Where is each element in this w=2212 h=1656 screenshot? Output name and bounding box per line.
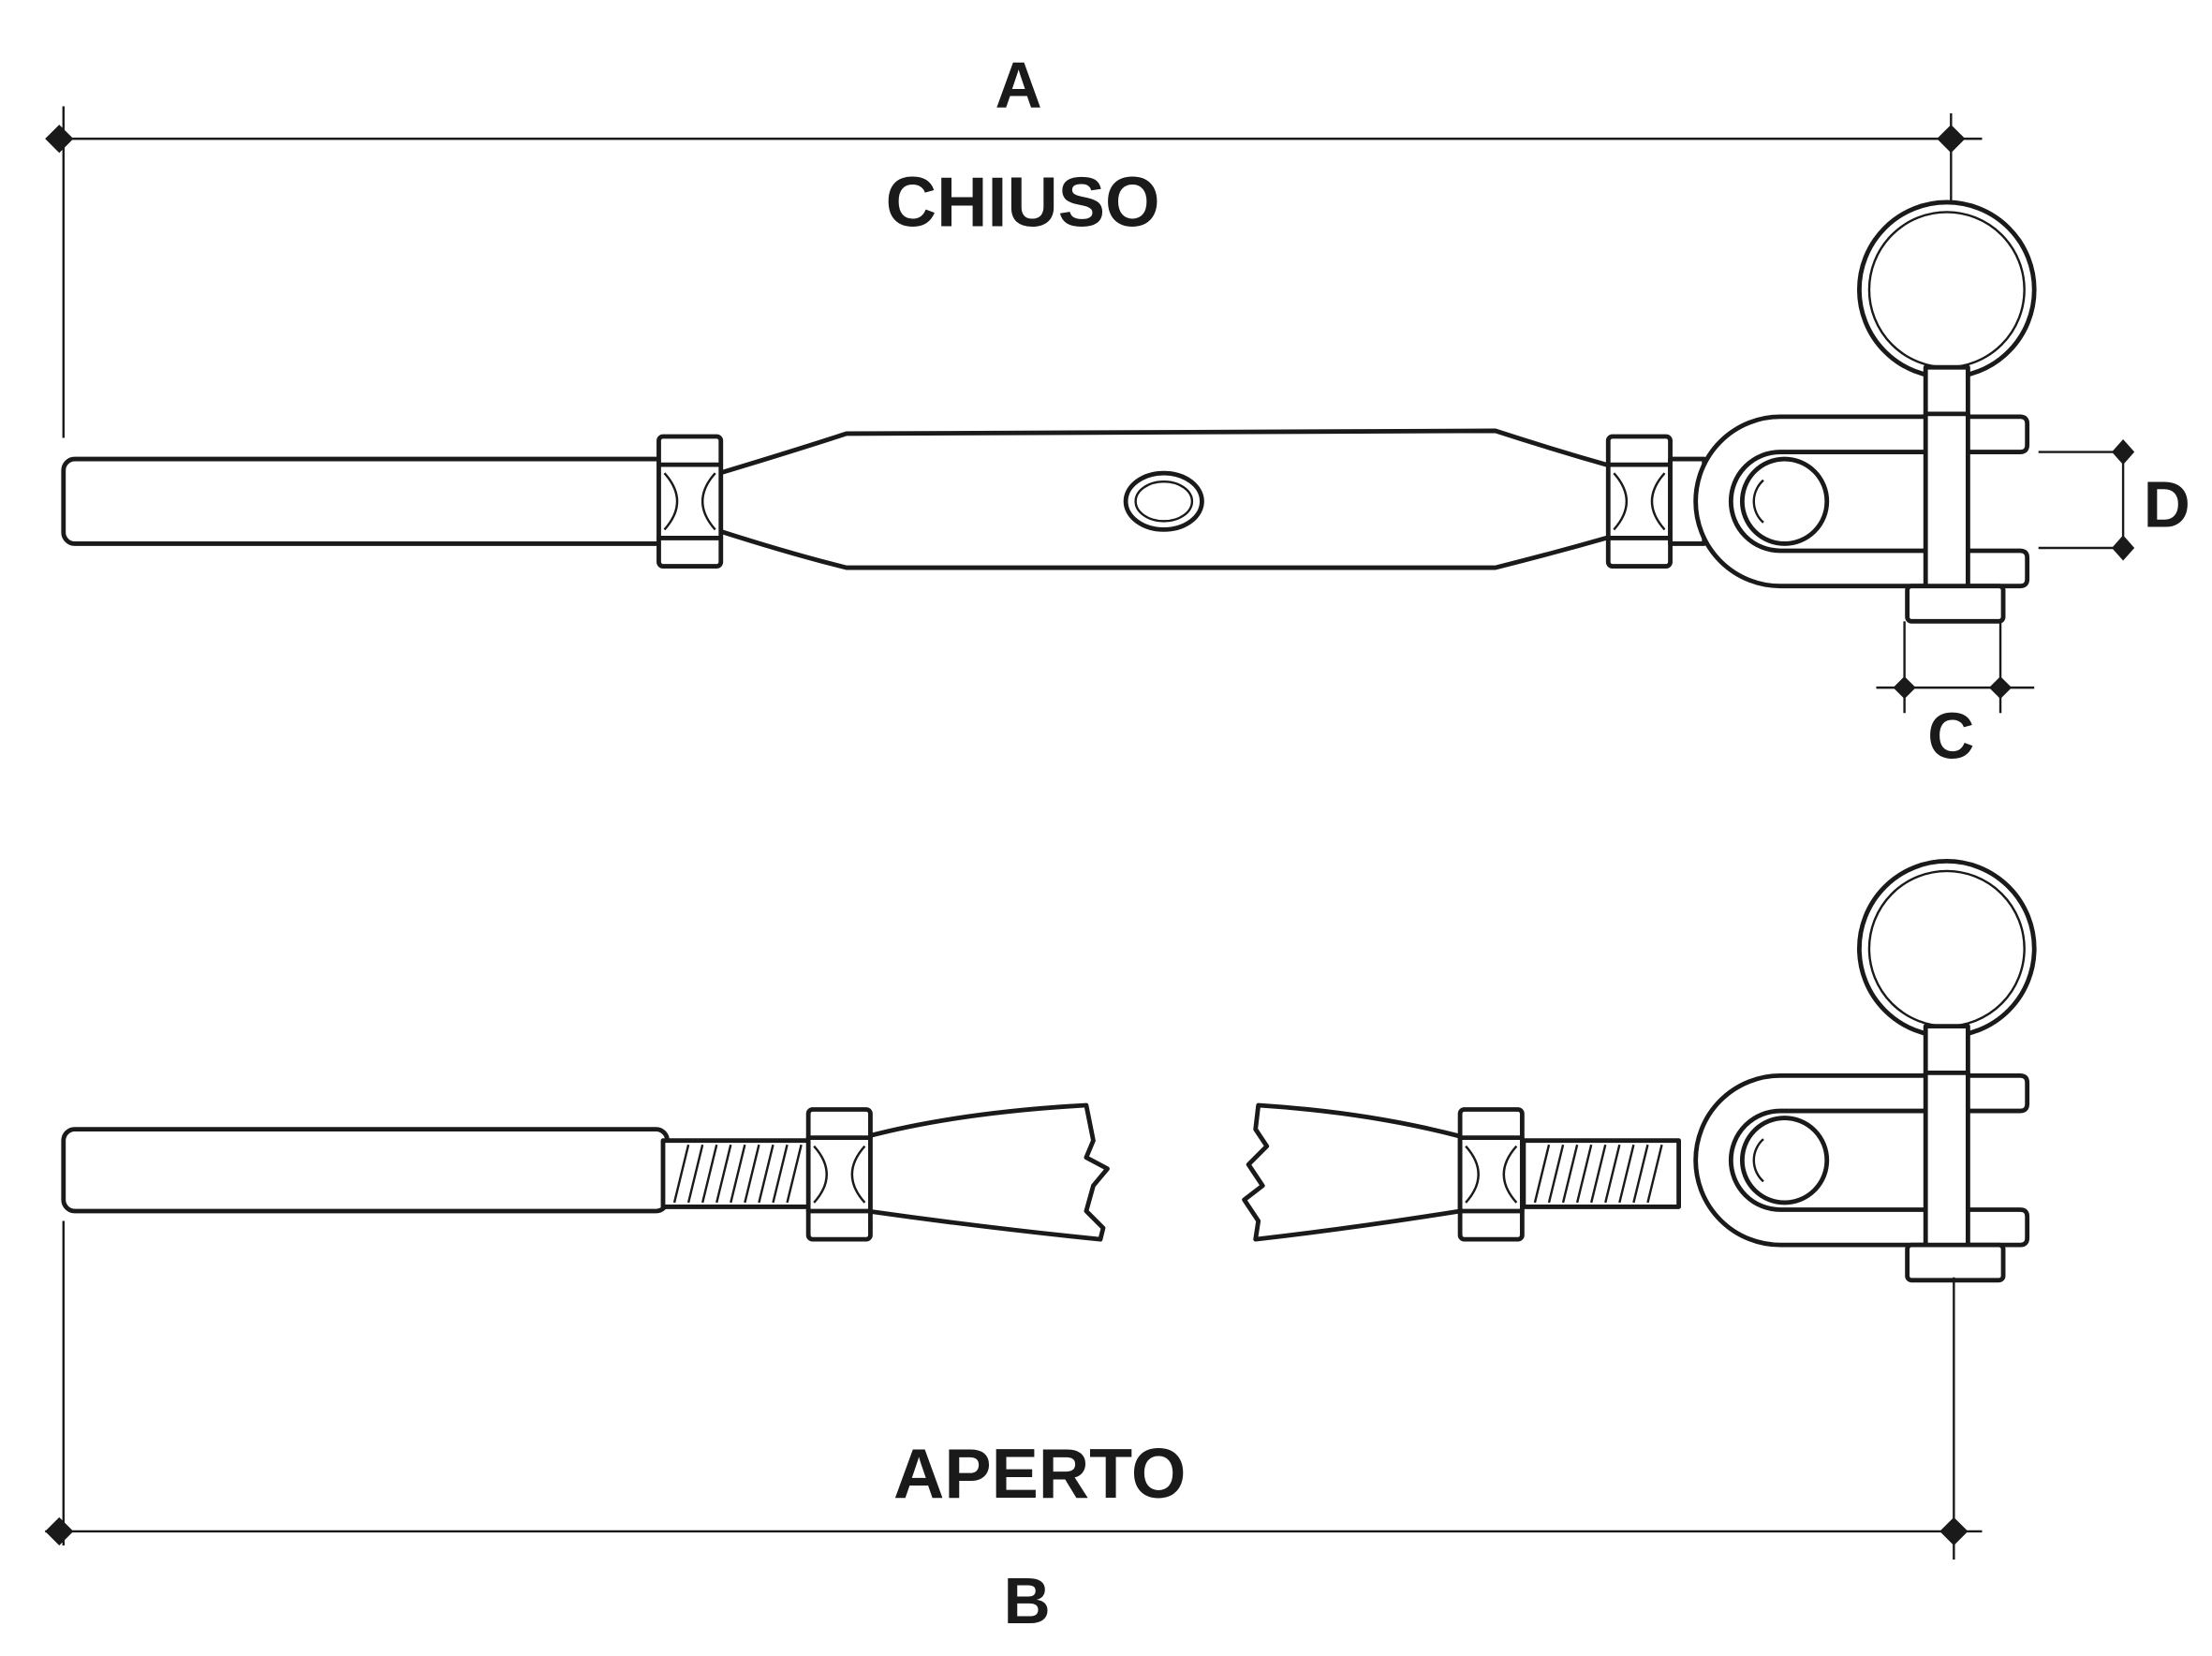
dimension-c-label: C	[1927, 699, 1974, 772]
closed-assembly: A CHIUSO D C	[45, 49, 2190, 772]
dimension-a-label: A	[995, 49, 1042, 122]
dimension-b-label: B	[1004, 1564, 1051, 1637]
open-label: APERTO	[893, 1434, 1186, 1513]
open-assembly: APERTO B	[45, 861, 2034, 1637]
dimension-d-label: D	[2144, 467, 2190, 540]
closed-label: CHIUSO	[886, 163, 1160, 242]
